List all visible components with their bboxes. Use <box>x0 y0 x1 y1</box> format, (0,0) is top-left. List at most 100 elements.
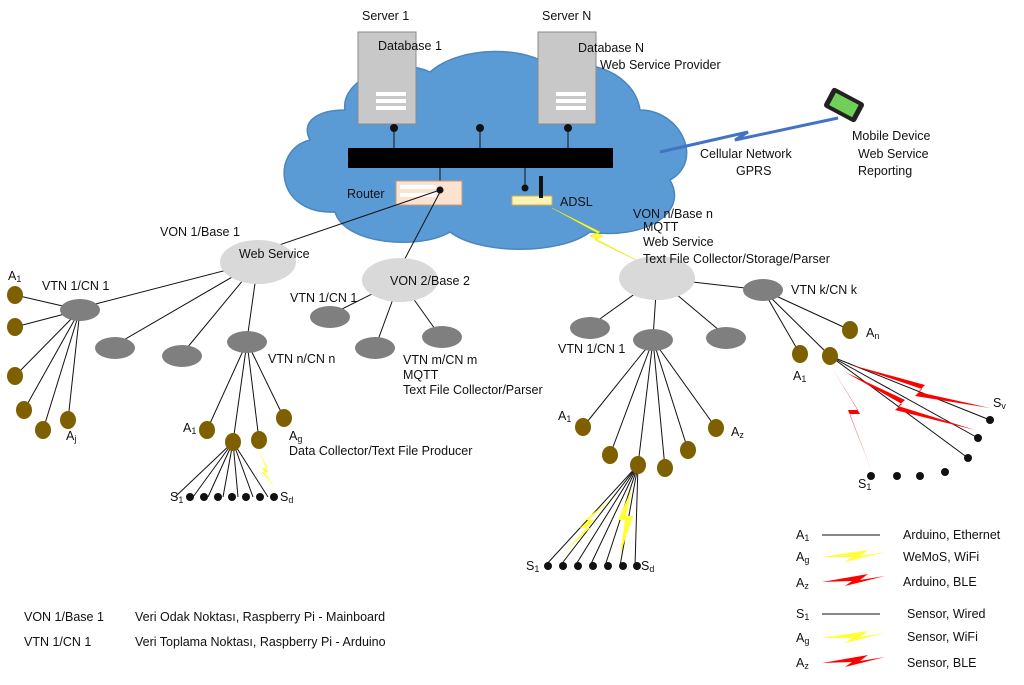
von1-ag-label: Ag <box>289 429 302 444</box>
arduino-node <box>35 421 51 439</box>
von1-an1-label: A1 <box>183 421 196 436</box>
vonn-vtn1-label: VTN 1/CN 1 <box>558 342 625 356</box>
legend: A1 Ag Az S1 Ag Az Arduino, Ethernet WeMo… <box>796 528 1001 671</box>
arduino-node <box>251 431 267 449</box>
vonn-wifi-link <box>562 498 612 555</box>
server-1 <box>357 31 417 125</box>
vonn-vtn3-node <box>706 327 746 349</box>
server-1-label: Server 1 <box>362 9 409 23</box>
adsl-modem-icon <box>511 176 553 206</box>
vonn-mqtt-label: MQTT <box>643 220 679 234</box>
sensor-node <box>186 493 194 501</box>
von1-s1-label: S1 <box>170 490 183 505</box>
sensor-node <box>270 493 278 501</box>
von2-title: VON 2/Base 2 <box>390 274 470 288</box>
definitions: VON 1/Base 1 Veri Odak Noktası, Raspberr… <box>24 610 386 649</box>
vonn-web-service-label: Web Service <box>643 235 714 249</box>
router-label: Router <box>347 187 385 201</box>
von2-parser-label: Text File Collector/Parser <box>403 383 543 397</box>
legend-text-5: Sensor, WiFi <box>907 630 978 644</box>
legend-text-6: Sensor, BLE <box>907 656 977 670</box>
von1-web-service-label: Web Service <box>239 247 310 261</box>
sensor-node <box>986 416 994 424</box>
adsl-label: ADSL <box>560 195 593 209</box>
router-icon <box>395 180 463 206</box>
sensor-node <box>544 562 552 570</box>
definition-term-1: VON 1/Base 1 <box>24 610 104 624</box>
sensor-node <box>893 472 901 480</box>
vonn-vtnk-node <box>743 279 783 301</box>
sensor-node <box>589 562 597 570</box>
definition-term-2: VTN 1/CN 1 <box>24 635 91 649</box>
legend-text-4: Sensor, Wired <box>907 607 986 621</box>
sensor-node <box>214 493 222 501</box>
von1-a1-label: A1 <box>8 269 21 284</box>
legend-sym-2: Ag <box>796 550 809 565</box>
arduino-node <box>60 411 76 429</box>
vonn-wifi-link <box>618 488 633 555</box>
vonn-sk1-label: S1 <box>858 477 871 492</box>
arduino-node <box>7 286 23 304</box>
arduino-node <box>680 441 696 459</box>
vonn-storage-label: Text File Collector/Storage/Parser <box>643 252 830 266</box>
arduino-node <box>708 419 724 437</box>
legend-text-1: Arduino, Ethernet <box>903 528 1001 542</box>
sensor-node <box>619 562 627 570</box>
legend-sym-4: S1 <box>796 607 809 622</box>
gprs-label: GPRS <box>736 164 771 178</box>
vonn-title: VON n/Base n <box>633 207 713 221</box>
mobile-device-label: Mobile Device <box>852 129 931 143</box>
sensor-node <box>916 472 924 480</box>
arduino-node <box>822 347 838 365</box>
database-n-label: Database N <box>578 41 644 55</box>
vonn-a1-label: A1 <box>558 409 571 424</box>
von1-vtn1-label: VTN 1/CN 1 <box>42 279 109 293</box>
sensor-node <box>256 493 264 501</box>
von2-node <box>362 258 438 302</box>
mobile-phone-icon <box>824 87 864 123</box>
von1-vtnn-label: VTN n/CN n <box>268 352 335 366</box>
von1-title: VON 1/Base 1 <box>160 225 240 239</box>
sensor-node <box>559 562 567 570</box>
vonn-node <box>619 256 695 300</box>
von2-vtnm-label: VTN m/CN m <box>403 353 477 367</box>
legend-sym-1: A1 <box>796 528 809 543</box>
definition-desc-1: Veri Odak Noktası, Raspberry Pi - Mainbo… <box>135 610 385 624</box>
vonn-ble-link <box>832 368 872 472</box>
server-n-label: Server N <box>542 9 591 23</box>
arduino-node <box>575 418 591 436</box>
von1-sd-label: Sd <box>280 490 293 505</box>
arduino-node <box>7 367 23 385</box>
sensor-node <box>200 493 208 501</box>
von1-vtn3-node <box>162 345 202 367</box>
arduino-node <box>657 459 673 477</box>
legend-text-3: Arduino, BLE <box>903 575 977 589</box>
von2-vtn2-node <box>355 337 395 359</box>
database-1-label: Database 1 <box>378 39 442 53</box>
legend-sym-5: Ag <box>796 631 809 646</box>
mobile-reporting-label: Reporting <box>858 164 912 178</box>
arduino-node <box>792 345 808 363</box>
sensor-node <box>228 493 236 501</box>
arduino-node <box>276 409 292 427</box>
definition-desc-2: Veri Toplama Noktası, Raspberry Pi - Ard… <box>135 635 386 649</box>
arduino-node <box>630 456 646 474</box>
arduino-node <box>602 446 618 464</box>
vonn-vtn2-node <box>633 329 673 351</box>
von1-vtn1-node <box>60 299 100 321</box>
von1-node <box>220 240 296 284</box>
vonn-ble-link <box>848 364 990 408</box>
vonn-s1-label: S1 <box>526 559 539 574</box>
arduino-node <box>16 401 32 419</box>
von1-wifi-link <box>259 452 275 488</box>
sensor-node <box>604 562 612 570</box>
arduino-node <box>842 321 858 339</box>
vonn-sv-label: Sv <box>993 396 1006 411</box>
vonn-an-label: An <box>866 326 879 341</box>
vonn-vtn1-node <box>570 317 610 339</box>
sensor-node <box>964 454 972 462</box>
sensor-node <box>633 562 641 570</box>
sensor-node <box>242 493 250 501</box>
